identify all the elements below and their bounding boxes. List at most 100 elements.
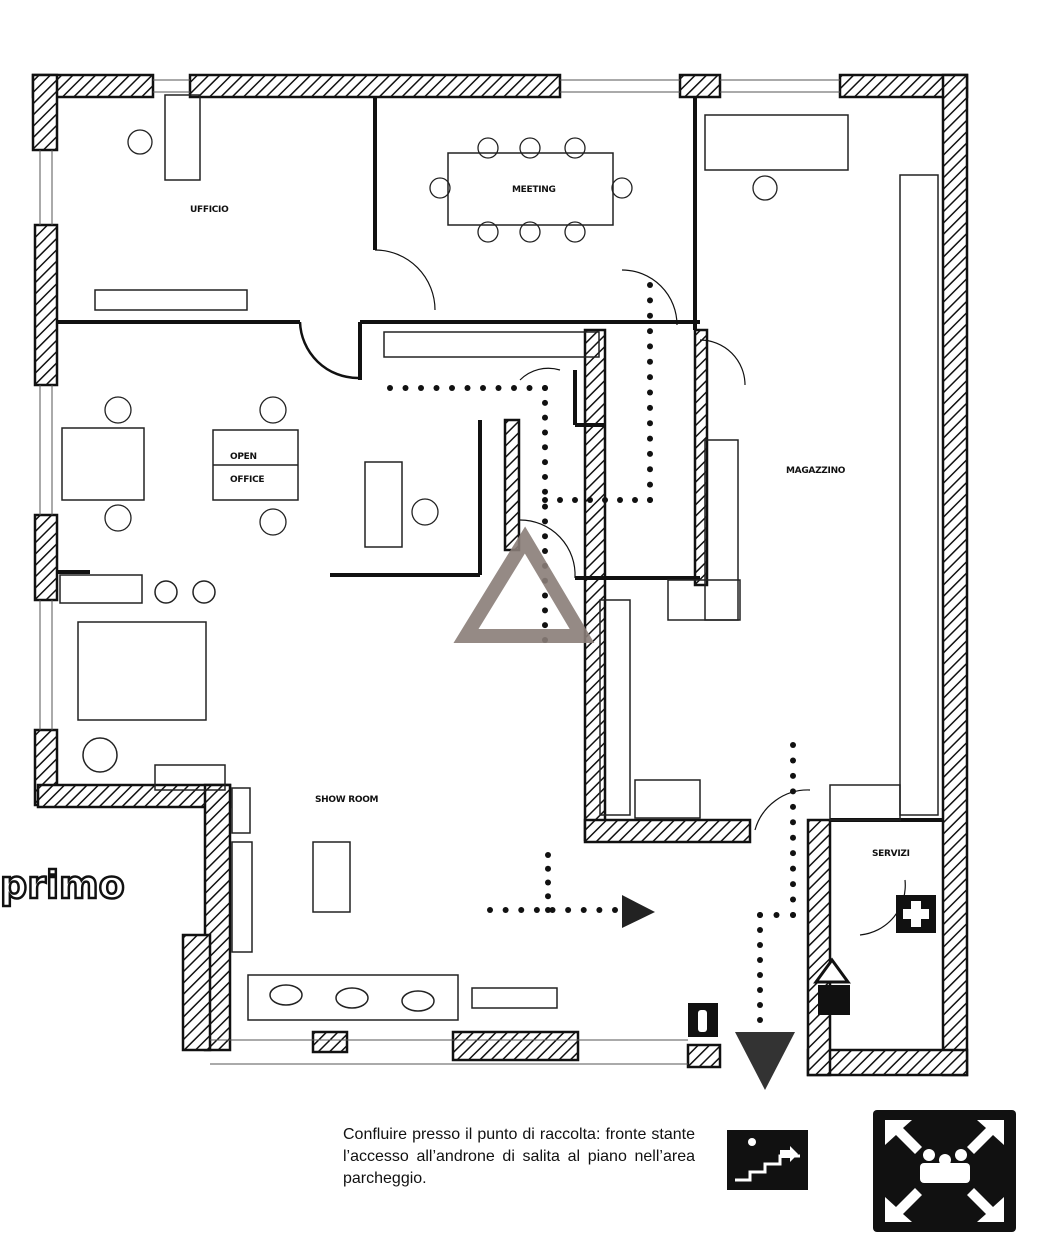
evacuation-path-dot (542, 592, 548, 599)
room-label-ufficio: UFFICIO (190, 205, 229, 215)
floor-label: primo (0, 863, 125, 907)
evacuation-path-dot (790, 865, 796, 872)
evacuation-path-dot (572, 497, 578, 503)
evacuation-path-dot (542, 414, 548, 421)
evacuation-path-dot (542, 429, 548, 436)
evacuation-path-dot (587, 497, 593, 503)
assembly-instructions: Confluire presso il punto di raccolta: f… (343, 1126, 695, 1187)
evacuation-path (387, 282, 796, 1023)
evacuation-path-dot (542, 473, 548, 480)
evacuation-path-dot (790, 881, 796, 888)
assembly-point-sign-icon (873, 1110, 1016, 1232)
evacuation-path-dot (790, 757, 796, 764)
evacuation-path-dot (542, 399, 548, 406)
evacuation-path-dot (542, 533, 548, 540)
evacuation-path-dot (495, 385, 502, 391)
evacuation-path-dot (647, 404, 653, 411)
room-label-show-room: SHOW ROOM (315, 795, 379, 805)
evacuation-path-dot (433, 385, 440, 391)
evacuation-path-dot (542, 607, 548, 614)
evacuation-path-dot (790, 788, 796, 795)
evacuation-path-dot (647, 343, 653, 350)
evacuation-path-dot (647, 466, 653, 473)
evacuation-path-dot (773, 912, 780, 918)
emergency-exit-sign-icon (727, 1130, 808, 1190)
evacuation-path-dot (542, 497, 548, 503)
evacuation-path-dot (757, 1017, 763, 1023)
evacuation-path-dot (647, 328, 653, 335)
evacuation-path-dot (418, 385, 424, 391)
furniture (59, 94, 939, 1021)
evacuation-path-dot (542, 548, 548, 555)
logo-watermark (453, 526, 595, 643)
evacuation-path-dot (647, 389, 653, 396)
evacuation-path-dot (480, 385, 486, 391)
evacuation-path-dot (647, 297, 653, 304)
evacuation-path-dot (647, 497, 653, 503)
evacuation-path-dot (464, 385, 471, 391)
evacuation-path-dot (790, 850, 796, 857)
evacuation-path-dot (757, 957, 763, 963)
evacuation-path-dot (647, 435, 653, 442)
evacuation-path-dot (542, 503, 548, 510)
evacuation-path-dot (757, 942, 763, 948)
evacuation-path-dot (647, 282, 653, 288)
evacuation-path-dot (542, 518, 548, 525)
room-label-servizi: SERVIZI (872, 849, 910, 859)
evacuation-path-dot (602, 497, 608, 503)
evacuation-path-dot (790, 819, 796, 826)
evacuation-path-dot (790, 772, 796, 779)
evacuation-path-dot (790, 834, 796, 841)
evacuation-path-dot (790, 896, 796, 903)
evacuation-path-dot (387, 385, 393, 391)
exit-arrow-icon (735, 1032, 795, 1090)
evacuation-path-dot (533, 907, 540, 913)
evacuation-path-dot (542, 444, 548, 451)
evacuation-path-dot (647, 312, 653, 319)
outer-walls (31, 73, 969, 1077)
evacuation-path-dot (549, 907, 556, 913)
room-label-office: OFFICE (230, 475, 264, 485)
room-label-meeting: MEETING (512, 185, 556, 195)
evacuation-path-dot (647, 481, 653, 488)
evacuation-path-dot (647, 450, 653, 457)
evacuation-path-dot (790, 742, 796, 748)
room-label-magazzino: MAGAZZINO (786, 466, 846, 476)
evacuation-path-dot (545, 852, 551, 858)
fire-extinguisher-icon (688, 1003, 718, 1037)
evacuation-path-dot (790, 912, 796, 918)
doors (298, 249, 906, 936)
evacuation-path-dot (580, 907, 587, 913)
evacuation-path-dot (757, 987, 763, 993)
evacuation-path-dot (487, 907, 493, 913)
evacuation-path-dot (542, 488, 548, 495)
first-aid-icon (896, 895, 936, 933)
evacuation-path-dot (511, 385, 517, 391)
evacuation-path-dot (542, 459, 548, 466)
evacuation-path-dot (502, 907, 509, 913)
evacuation-path-dot (757, 912, 763, 918)
evacuation-path-dot (402, 385, 409, 391)
evacuation-path-dot (557, 497, 563, 503)
chairs (104, 129, 778, 536)
evacuation-path-dot (518, 907, 525, 913)
evacuation-path-dot (757, 927, 763, 933)
evacuation-path-dot (542, 622, 548, 629)
evacuation-path-dot (612, 907, 618, 913)
evacuation-path-dot (617, 497, 623, 503)
evacuation-path-dot (545, 907, 551, 913)
room-label-open: OPEN (230, 452, 257, 462)
evacuation-path-dot (542, 385, 548, 391)
evacuation-path-dot (565, 907, 572, 913)
evacuation-path-dot (790, 803, 796, 810)
windows (39, 79, 840, 1065)
evacuation-path-dot (632, 497, 638, 503)
evacuation-path-dot (647, 374, 653, 381)
evacuation-path-dot (647, 358, 653, 365)
evacuation-path-dot (449, 385, 455, 391)
evacuation-path-dot (596, 907, 603, 913)
evacuation-path-dot (526, 385, 533, 391)
evacuation-path-dot (647, 420, 653, 427)
evacuation-path-dot (757, 1002, 763, 1008)
